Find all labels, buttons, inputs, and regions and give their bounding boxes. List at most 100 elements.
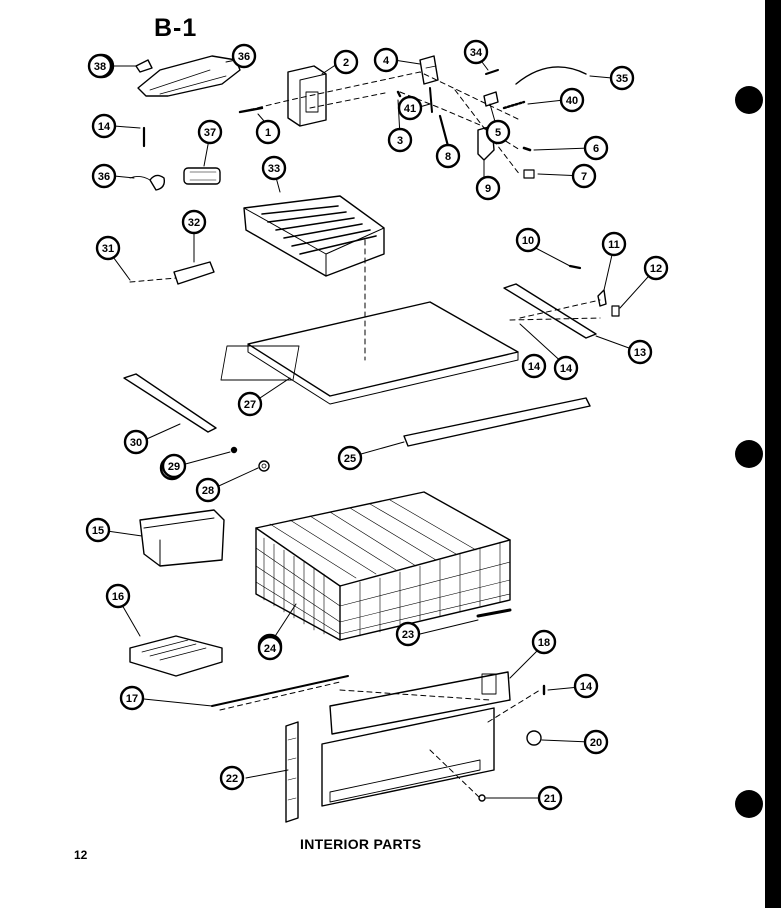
callout-circle <box>537 785 563 811</box>
callout-number: 20 <box>590 737 602 749</box>
callout-41: 41 <box>397 95 423 121</box>
callout-circle <box>573 673 599 699</box>
callout-circle <box>515 227 541 253</box>
callout-9: 9 <box>475 175 501 201</box>
callout-circle <box>475 175 501 201</box>
callout-number: 33 <box>268 163 280 175</box>
callout-circle <box>231 43 257 69</box>
binding-edge <box>765 0 781 908</box>
control-box <box>287 65 327 127</box>
bracket-32 <box>173 261 215 285</box>
callout-circle <box>387 127 413 153</box>
callout-number: 14 <box>560 363 573 375</box>
callout-28: 28 <box>195 477 221 503</box>
callout-circle <box>161 453 187 479</box>
callout-38: 38 <box>87 53 113 79</box>
callout-circle <box>123 429 149 455</box>
bulb <box>183 167 221 185</box>
callout-27: 27 <box>237 391 263 417</box>
leader-lines <box>129 71 601 799</box>
callout-30: 30 <box>123 429 149 455</box>
callout-number: 14 <box>98 121 111 133</box>
callout-number: 30 <box>130 437 142 449</box>
socket <box>149 174 166 191</box>
callout-circle <box>95 235 121 261</box>
callout-number: 17 <box>126 693 138 705</box>
callout-number: 23 <box>402 629 414 641</box>
callout-13: 13 <box>627 339 653 365</box>
callout-4: 4 <box>373 47 399 73</box>
callout-number: 2 <box>343 57 349 69</box>
callout-circle <box>119 685 145 711</box>
ice-cube-tray <box>129 635 223 677</box>
hinge-bracket <box>419 55 439 85</box>
callout-number: 31 <box>102 243 114 255</box>
callout-number: 13 <box>634 347 646 359</box>
wire-arc <box>515 66 587 85</box>
callout-number: 40 <box>566 95 578 107</box>
callout-25: 25 <box>337 445 363 471</box>
callout-29: 29 <box>161 453 187 479</box>
callout-14: 14 <box>553 355 579 381</box>
callout-number: 5 <box>495 127 501 139</box>
callout-number: 7 <box>581 171 587 183</box>
light-cover <box>137 55 241 97</box>
callout-7: 7 <box>571 163 597 189</box>
callout-5: 5 <box>485 119 511 145</box>
grommet <box>258 460 270 472</box>
callout-17: 17 <box>119 685 145 711</box>
callout-number: 12 <box>650 263 662 275</box>
callout-32: 32 <box>181 209 207 235</box>
clip-38 <box>135 59 153 73</box>
callout-number: 11 <box>608 239 620 251</box>
vertical-strip <box>285 721 299 823</box>
rail-left <box>123 373 217 433</box>
callout-circle <box>583 729 609 755</box>
callout-circle <box>337 445 363 471</box>
callout-14: 14 <box>91 113 117 139</box>
callout-36: 36 <box>231 43 257 69</box>
callout-number: 36 <box>98 171 110 183</box>
callout-circle <box>85 517 111 543</box>
callout-number: 9 <box>485 183 491 195</box>
diagram-code: B-1 <box>154 14 198 42</box>
callout-circle <box>91 163 117 189</box>
callout-34: 34 <box>463 39 489 65</box>
callout-circle <box>197 119 223 145</box>
callout-36: 36 <box>91 163 117 189</box>
callout-8: 8 <box>435 143 461 169</box>
callout-number: 35 <box>616 73 628 85</box>
callout-circle <box>583 135 609 161</box>
callout-15: 15 <box>85 517 111 543</box>
callout-14: 14 <box>521 353 547 379</box>
callout-2: 2 <box>333 49 359 75</box>
callout-21: 21 <box>537 785 563 811</box>
page-number: 12 <box>74 848 88 862</box>
callout-number: 34 <box>470 47 483 59</box>
diagram-caption: INTERIOR PARTS <box>300 836 422 852</box>
callout-number: 18 <box>538 637 550 649</box>
callout-40: 40 <box>559 87 585 113</box>
callout-18: 18 <box>531 629 557 655</box>
punch-hole-middle <box>735 440 763 468</box>
callout-number: 8 <box>445 151 451 163</box>
callout-circle <box>257 635 283 661</box>
callout-number: 1 <box>265 127 271 139</box>
callout-circle <box>553 355 579 381</box>
callout-number: 37 <box>204 127 216 139</box>
callout-35: 35 <box>609 65 635 91</box>
callout-number: 27 <box>244 399 256 411</box>
callout-number: 10 <box>522 235 534 247</box>
callout-10: 10 <box>515 227 541 253</box>
callout-circle <box>237 391 263 417</box>
callout-31: 31 <box>95 235 121 261</box>
callout-number: 4 <box>383 55 390 67</box>
small-bin <box>139 509 225 567</box>
callout-circle <box>559 87 585 113</box>
callout-number: 28 <box>202 485 214 497</box>
callout-circle <box>181 209 207 235</box>
rail-front <box>403 397 591 447</box>
callout-circle <box>87 53 113 79</box>
callout-circle <box>261 155 287 181</box>
